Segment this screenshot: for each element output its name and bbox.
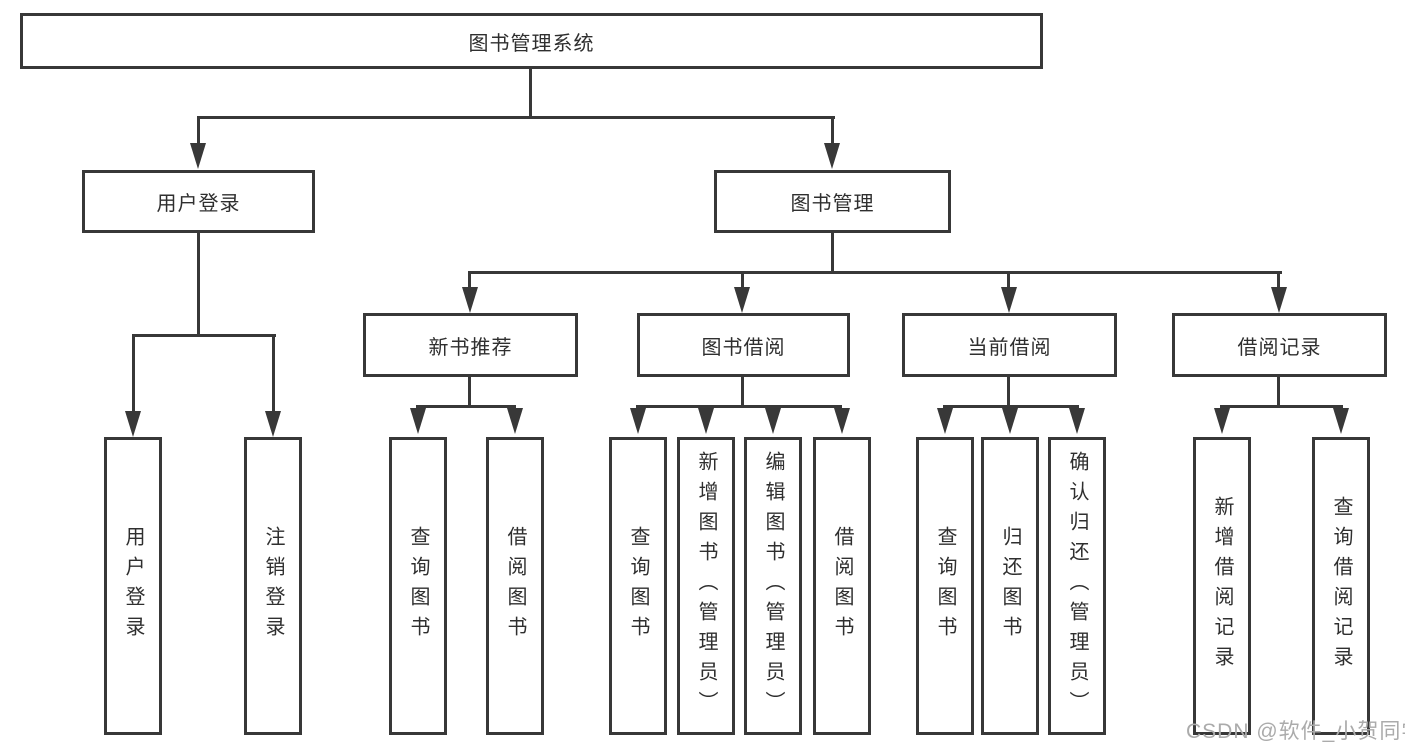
leaf-add-books-admin-label: 新增图书（管理员） bbox=[695, 451, 717, 721]
arrow-down-icon bbox=[507, 408, 523, 434]
leaf-add-borrow-record: 新增借阅记录 bbox=[1193, 437, 1251, 735]
arrow-down-icon bbox=[937, 408, 953, 434]
node-library-system-label: 图书管理系统 bbox=[468, 32, 595, 55]
connector-line bbox=[741, 271, 744, 289]
connector-line bbox=[197, 116, 200, 144]
arrow-down-icon bbox=[1214, 408, 1230, 434]
connector-line bbox=[831, 116, 834, 144]
leaf-query-books-recommend: 查询图书 bbox=[389, 437, 447, 735]
leaf-query-books-borrowing: 查询图书 bbox=[609, 437, 667, 735]
leaf-confirm-return-admin: 确认归还（管理员） bbox=[1048, 437, 1106, 735]
node-new-book-recommend-label: 新书推荐 bbox=[428, 336, 513, 359]
connector-line bbox=[132, 334, 276, 337]
leaf-query-borrow-record: 查询借阅记录 bbox=[1312, 437, 1370, 735]
connector-line bbox=[197, 116, 835, 119]
node-book-borrowing-label: 图书借阅 bbox=[701, 336, 786, 359]
connector-line bbox=[831, 233, 834, 273]
connector-line bbox=[197, 233, 200, 336]
leaf-edit-books-admin-label: 编辑图书（管理员） bbox=[762, 451, 784, 721]
node-library-system: 图书管理系统 bbox=[20, 13, 1043, 69]
leaf-query-books-current-label: 查询图书 bbox=[934, 526, 956, 646]
connector-line bbox=[636, 405, 842, 408]
connector-line bbox=[469, 271, 1282, 274]
leaf-query-books-current: 查询图书 bbox=[916, 437, 974, 735]
arrow-down-icon bbox=[1002, 408, 1018, 434]
leaf-edit-books-admin: 编辑图书（管理员） bbox=[744, 437, 802, 735]
connector-line bbox=[272, 334, 275, 412]
leaf-logout: 注销登录 bbox=[244, 437, 302, 735]
connector-line bbox=[468, 377, 471, 407]
connector-line bbox=[1277, 377, 1280, 407]
connector-line bbox=[416, 405, 516, 408]
node-new-book-recommend: 新书推荐 bbox=[363, 313, 578, 377]
leaf-user-login: 用户登录 bbox=[104, 437, 162, 735]
leaf-add-borrow-record-label: 新增借阅记录 bbox=[1211, 496, 1233, 676]
arrow-down-icon bbox=[765, 408, 781, 434]
arrow-down-icon bbox=[1333, 408, 1349, 434]
leaf-borrow-books-recommend-label: 借阅图书 bbox=[504, 526, 526, 646]
node-borrowing-records: 借阅记录 bbox=[1172, 313, 1387, 377]
watermark-text: CSDN @软件_小贺同学 bbox=[1186, 720, 1405, 743]
arrow-down-icon bbox=[834, 408, 850, 434]
arrow-down-icon bbox=[462, 287, 478, 313]
arrow-down-icon bbox=[824, 143, 840, 169]
arrow-down-icon bbox=[1001, 287, 1017, 313]
arrow-down-icon bbox=[1069, 408, 1085, 434]
node-borrowing-records-label: 借阅记录 bbox=[1237, 336, 1322, 359]
node-book-management-label: 图书管理 bbox=[790, 193, 875, 215]
leaf-borrow-books-recommend: 借阅图书 bbox=[486, 437, 544, 735]
leaf-confirm-return-admin-label: 确认归还（管理员） bbox=[1066, 451, 1088, 721]
connector-line bbox=[1220, 405, 1343, 408]
connector-line bbox=[1007, 271, 1010, 289]
node-user-login: 用户登录 bbox=[82, 170, 315, 233]
node-user-login-label: 用户登录 bbox=[156, 193, 241, 215]
leaf-logout-label: 注销登录 bbox=[262, 526, 284, 646]
arrow-down-icon bbox=[698, 408, 714, 434]
connector-line bbox=[943, 405, 1079, 408]
connector-line bbox=[1277, 271, 1280, 289]
leaf-return-books-label: 归还图书 bbox=[999, 526, 1021, 646]
leaf-user-login-label: 用户登录 bbox=[122, 526, 144, 646]
arrow-down-icon bbox=[125, 411, 141, 437]
arrow-down-icon bbox=[1271, 287, 1287, 313]
leaf-borrow-books: 借阅图书 bbox=[813, 437, 871, 735]
leaf-return-books: 归还图书 bbox=[981, 437, 1039, 735]
arrow-down-icon bbox=[410, 408, 426, 434]
node-book-management: 图书管理 bbox=[714, 170, 951, 233]
arrow-down-icon bbox=[190, 143, 206, 169]
connector-line bbox=[132, 334, 135, 412]
arrow-down-icon bbox=[265, 411, 281, 437]
connector-line bbox=[468, 271, 471, 289]
arrow-down-icon bbox=[734, 287, 750, 313]
leaf-add-books-admin: 新增图书（管理员） bbox=[677, 437, 735, 735]
leaf-query-borrow-record-label: 查询借阅记录 bbox=[1330, 496, 1352, 676]
node-current-borrowing-label: 当前借阅 bbox=[967, 336, 1052, 359]
arrow-down-icon bbox=[630, 408, 646, 434]
node-current-borrowing: 当前借阅 bbox=[902, 313, 1117, 377]
connector-line bbox=[1007, 377, 1010, 407]
connector-line bbox=[529, 69, 532, 117]
connector-line bbox=[741, 377, 744, 407]
node-book-borrowing: 图书借阅 bbox=[637, 313, 850, 377]
leaf-query-books-recommend-label: 查询图书 bbox=[407, 526, 429, 646]
leaf-borrow-books-label: 借阅图书 bbox=[831, 526, 853, 646]
leaf-query-books-borrowing-label: 查询图书 bbox=[627, 526, 649, 646]
